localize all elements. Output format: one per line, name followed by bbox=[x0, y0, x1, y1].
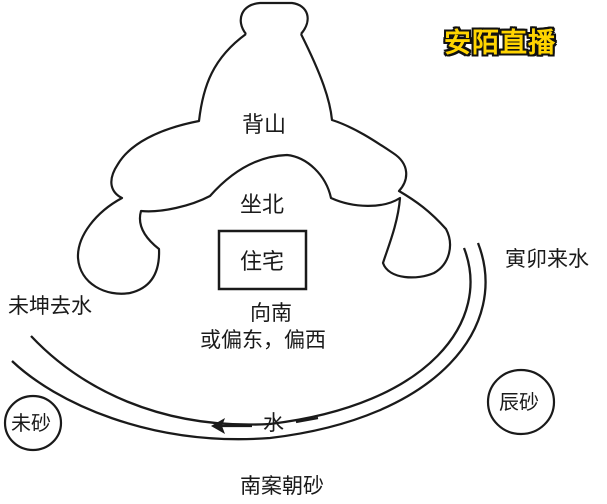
label-wei-sha: 未砂 bbox=[11, 411, 51, 435]
label-residence: 住宅 bbox=[240, 250, 285, 275]
water-arc-inner bbox=[30, 247, 472, 426]
label-east-west: 或偏东，偏西 bbox=[200, 328, 326, 352]
mountain-peak-shape bbox=[239, 1, 309, 35]
water-flow-arrowhead bbox=[211, 418, 225, 434]
brand-watermark: 安陌直播 bbox=[444, 28, 556, 59]
label-south-sha: 南案朝砂 bbox=[240, 474, 324, 498]
label-face-south: 向南 bbox=[250, 301, 292, 325]
label-back-mountain: 背山 bbox=[242, 113, 287, 138]
label-yin-mao-water: 寅卯来水 bbox=[505, 247, 589, 271]
water-arc-outer bbox=[11, 242, 487, 441]
chen-sha-ellipse bbox=[486, 368, 556, 436]
label-wei-kun-water: 未坤去水 bbox=[8, 294, 92, 318]
label-water: 水 bbox=[263, 411, 284, 435]
residence-box bbox=[217, 229, 308, 291]
wei-sha-ellipse bbox=[3, 394, 63, 452]
label-sit-north: 坐北 bbox=[240, 193, 285, 218]
mountain-outline bbox=[76, 33, 452, 295]
water-flow-tail bbox=[295, 416, 319, 424]
label-chen-sha: 辰砂 bbox=[499, 390, 539, 414]
